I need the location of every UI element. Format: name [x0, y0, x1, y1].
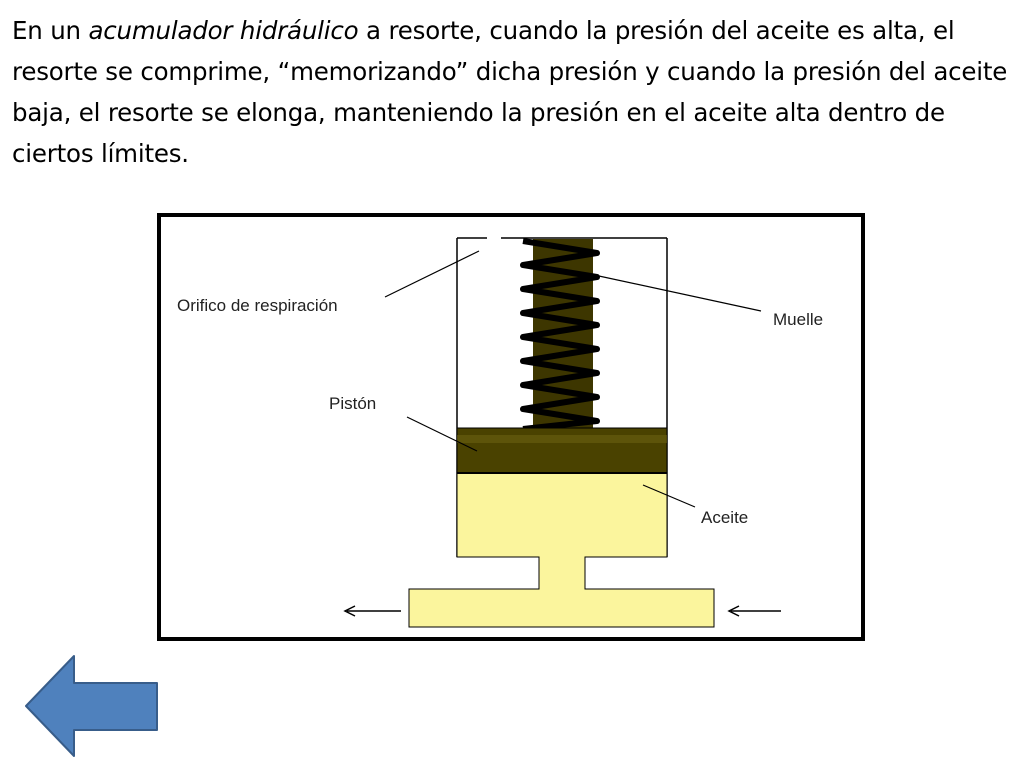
label-orifice: Orifico de respiración [177, 296, 338, 315]
back-arrow-button[interactable] [24, 654, 160, 758]
inlet-arrow [727, 605, 781, 617]
piston [456, 427, 668, 474]
spring-coil [520, 238, 600, 432]
spring [520, 238, 600, 432]
label-spring: Muelle [773, 310, 823, 329]
label-piston: Pistón [329, 394, 376, 413]
paragraph-body: a resorte, cuando la presión del aceite … [12, 16, 1008, 168]
outlet-arrow [343, 605, 401, 617]
piston-highlight [457, 435, 667, 443]
left-arrow-icon[interactable] [25, 655, 158, 757]
accumulator-svg: Orifico de respiración Muelle Pistón Ace… [177, 237, 823, 628]
paragraph-emphasis: acumulador hidráulico [88, 16, 359, 45]
paragraph-intro: En un [12, 16, 89, 45]
oil-chamber [408, 472, 715, 628]
accumulator-diagram: Orifico de respiración Muelle Pistón Ace… [157, 213, 865, 641]
label-oil: Aceite [701, 508, 748, 527]
description-paragraph: En un acumulador hidráulico a resorte, c… [12, 10, 1012, 174]
